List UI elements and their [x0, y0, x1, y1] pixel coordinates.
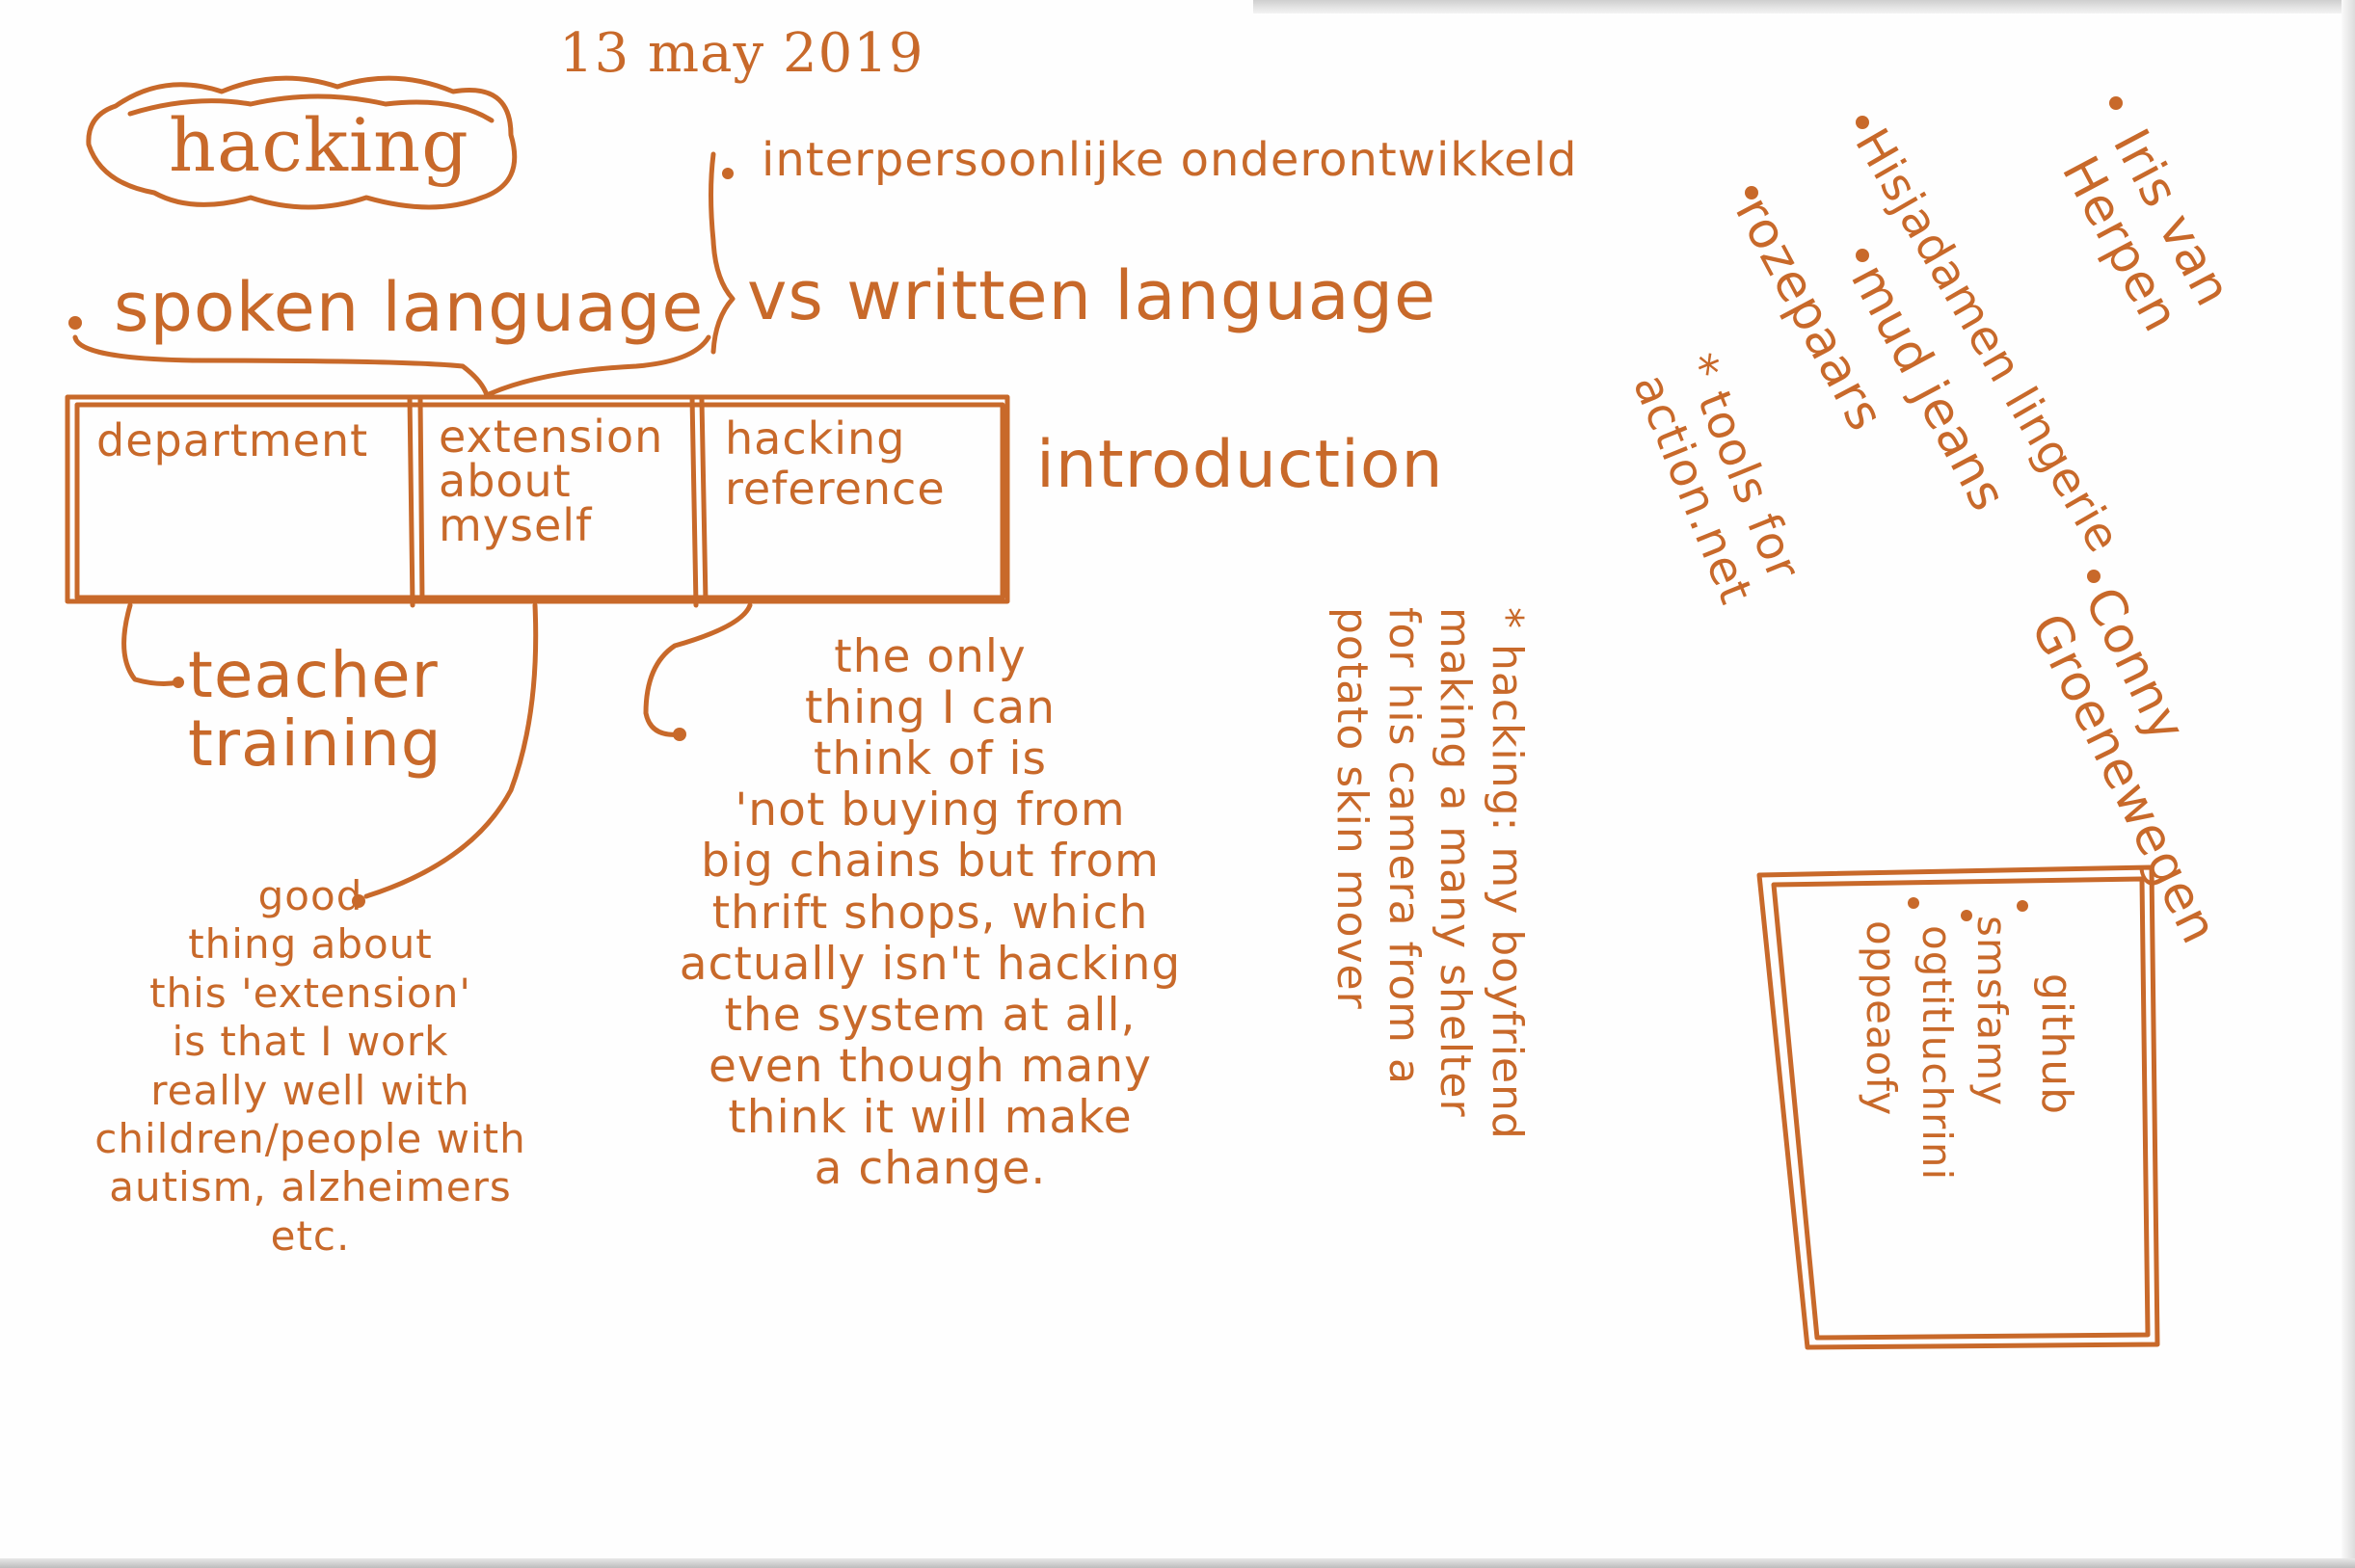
spoken-language-label: spoken language: [114, 268, 705, 347]
only-thing-note: the only thing I can think of is 'not bu…: [679, 630, 1182, 1196]
introduction-label: introduction: [1036, 427, 1444, 503]
box-hacking-reference: hacking reference: [725, 412, 946, 515]
teacher-training-label: teacher training: [188, 638, 442, 782]
title-label: hacking: [169, 102, 469, 188]
page-edge-bottom: [0, 1558, 2355, 1568]
github-label: github: [2032, 973, 2081, 1116]
page-edge-right: [2342, 0, 2355, 1568]
github-item-3: oppeaofy: [1858, 920, 1905, 1117]
top-note: interpersoonlijke onderontwikkeld: [762, 133, 1578, 187]
box-extension: extension about myself: [439, 411, 664, 551]
written-language-label: vs written language: [747, 256, 1437, 335]
github-item-2: ogtitluchrini: [1913, 925, 1961, 1182]
date-label: 13 may 2019: [559, 22, 924, 85]
box-department: department: [96, 414, 369, 466]
hacking-boyfriend-note: * hacking: my boyfriend making a many sh…: [1326, 607, 1532, 1140]
good-thing-note: good thing about this 'extension' is tha…: [94, 872, 526, 1260]
page-edge-top: [1253, 0, 2355, 13]
github-item-1: smsfamy: [1968, 916, 2016, 1106]
